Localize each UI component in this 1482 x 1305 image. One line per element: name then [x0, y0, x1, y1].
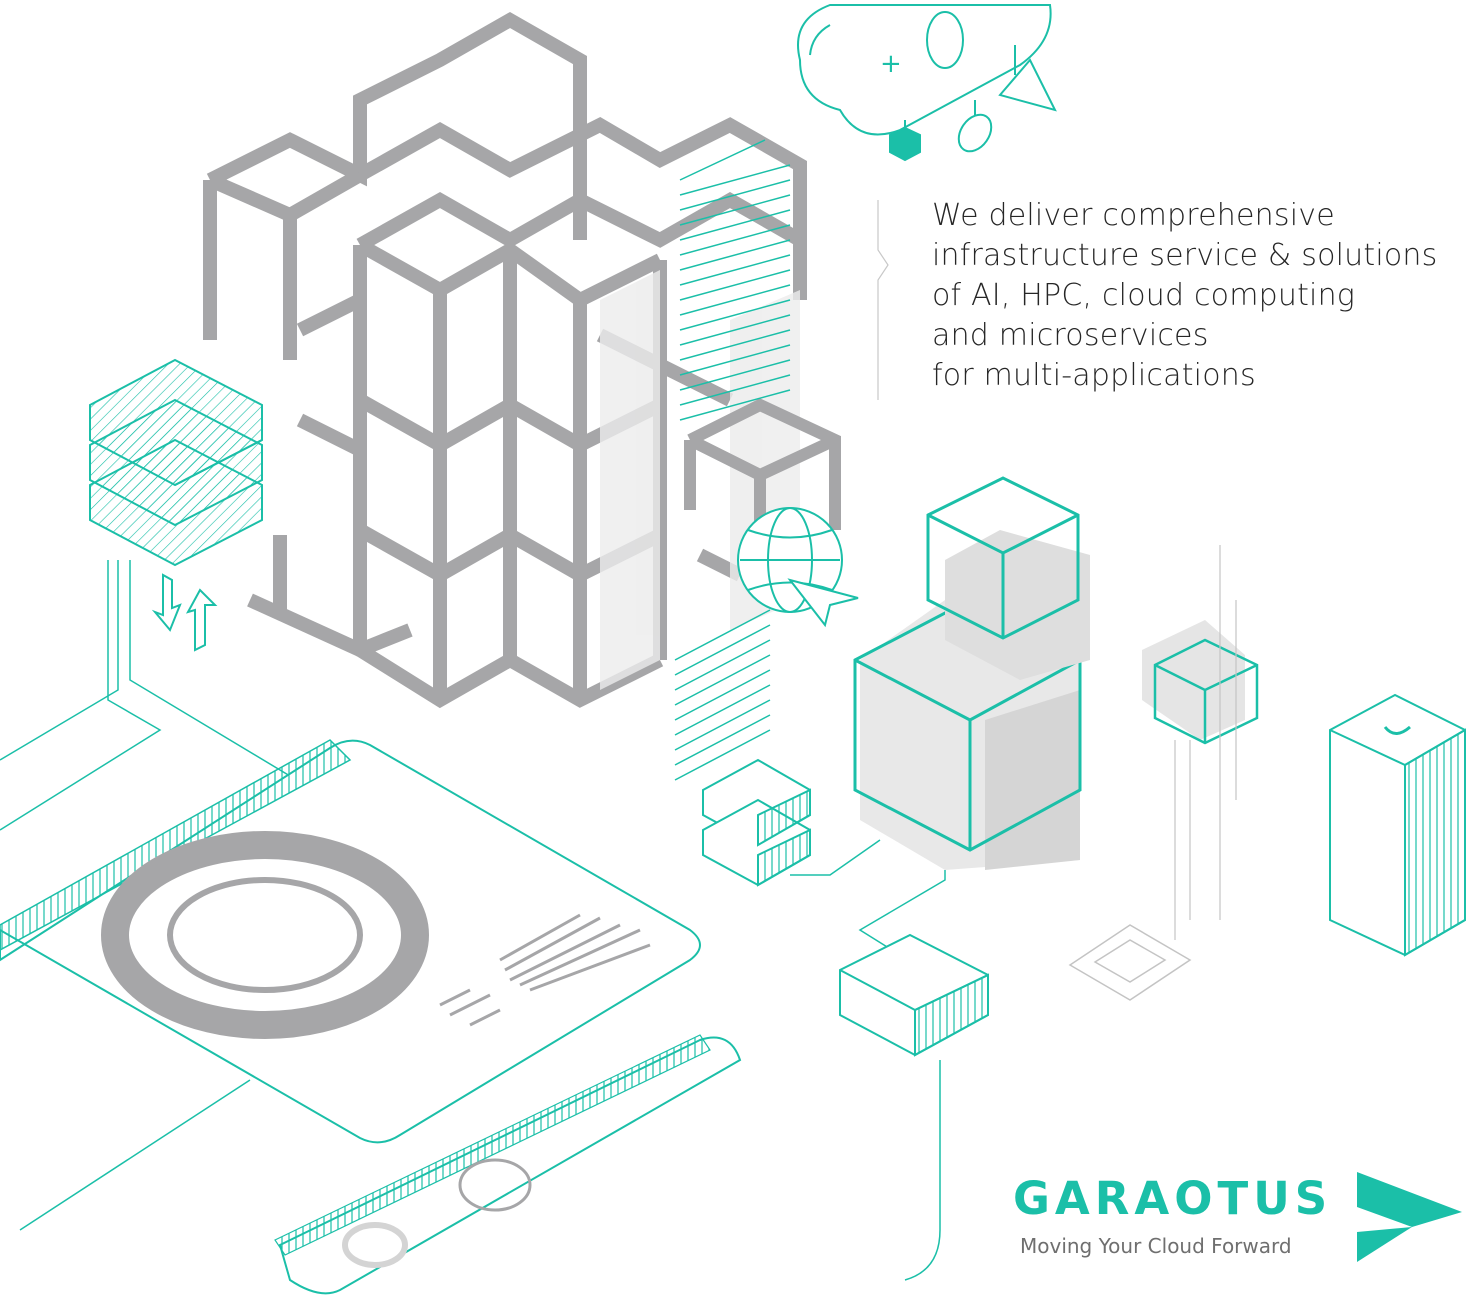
- server-stack-striped: [89, 358, 263, 567]
- gray-cube-fill: [600, 270, 800, 690]
- tagline-line-3: of AI, HPC, cloud computing: [932, 278, 1355, 313]
- gray-cube-frame: [203, 11, 807, 709]
- tagline-line-1: We deliver comprehensive: [932, 198, 1335, 233]
- tagline-line-2: infrastructure service & solutions: [932, 238, 1438, 273]
- cloud-icon: +: [797, 4, 1057, 162]
- dashboard-plate: [0, 739, 701, 1144]
- brand-logo-wordmark: GARAOTUS: [1013, 1172, 1333, 1225]
- tagline-line-4: and microservices: [932, 318, 1209, 353]
- svg-text:+: +: [880, 49, 902, 79]
- teal-cube-small: [1142, 620, 1259, 745]
- arrows-icon: [151, 573, 218, 652]
- dashboard-plate-small: [274, 1034, 742, 1295]
- brand-slogan: Moving Your Cloud Forward: [1020, 1234, 1292, 1258]
- server-small-2: [839, 933, 989, 1057]
- text-bracket: [872, 195, 892, 405]
- teal-stripes: [674, 139, 791, 781]
- brand-arrow-icon: [1357, 1172, 1462, 1262]
- tagline: We deliver comprehensive infrastructure …: [932, 196, 1482, 396]
- globe-cursor-icon: [737, 507, 859, 628]
- teal-cube-medium: [926, 476, 1090, 680]
- chip-icon: [1068, 924, 1192, 1001]
- tagline-line-5: for multi-applications: [932, 358, 1256, 393]
- tower-server: [1329, 693, 1466, 957]
- server-small-1: [702, 758, 811, 887]
